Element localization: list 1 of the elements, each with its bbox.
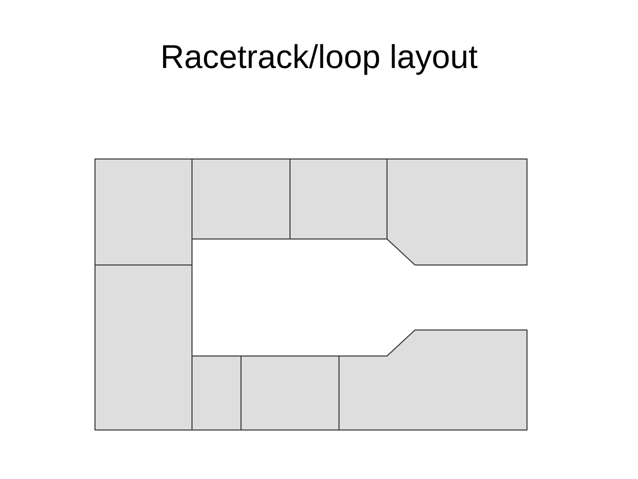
diagram-title: Racetrack/loop layout bbox=[159, 38, 479, 76]
